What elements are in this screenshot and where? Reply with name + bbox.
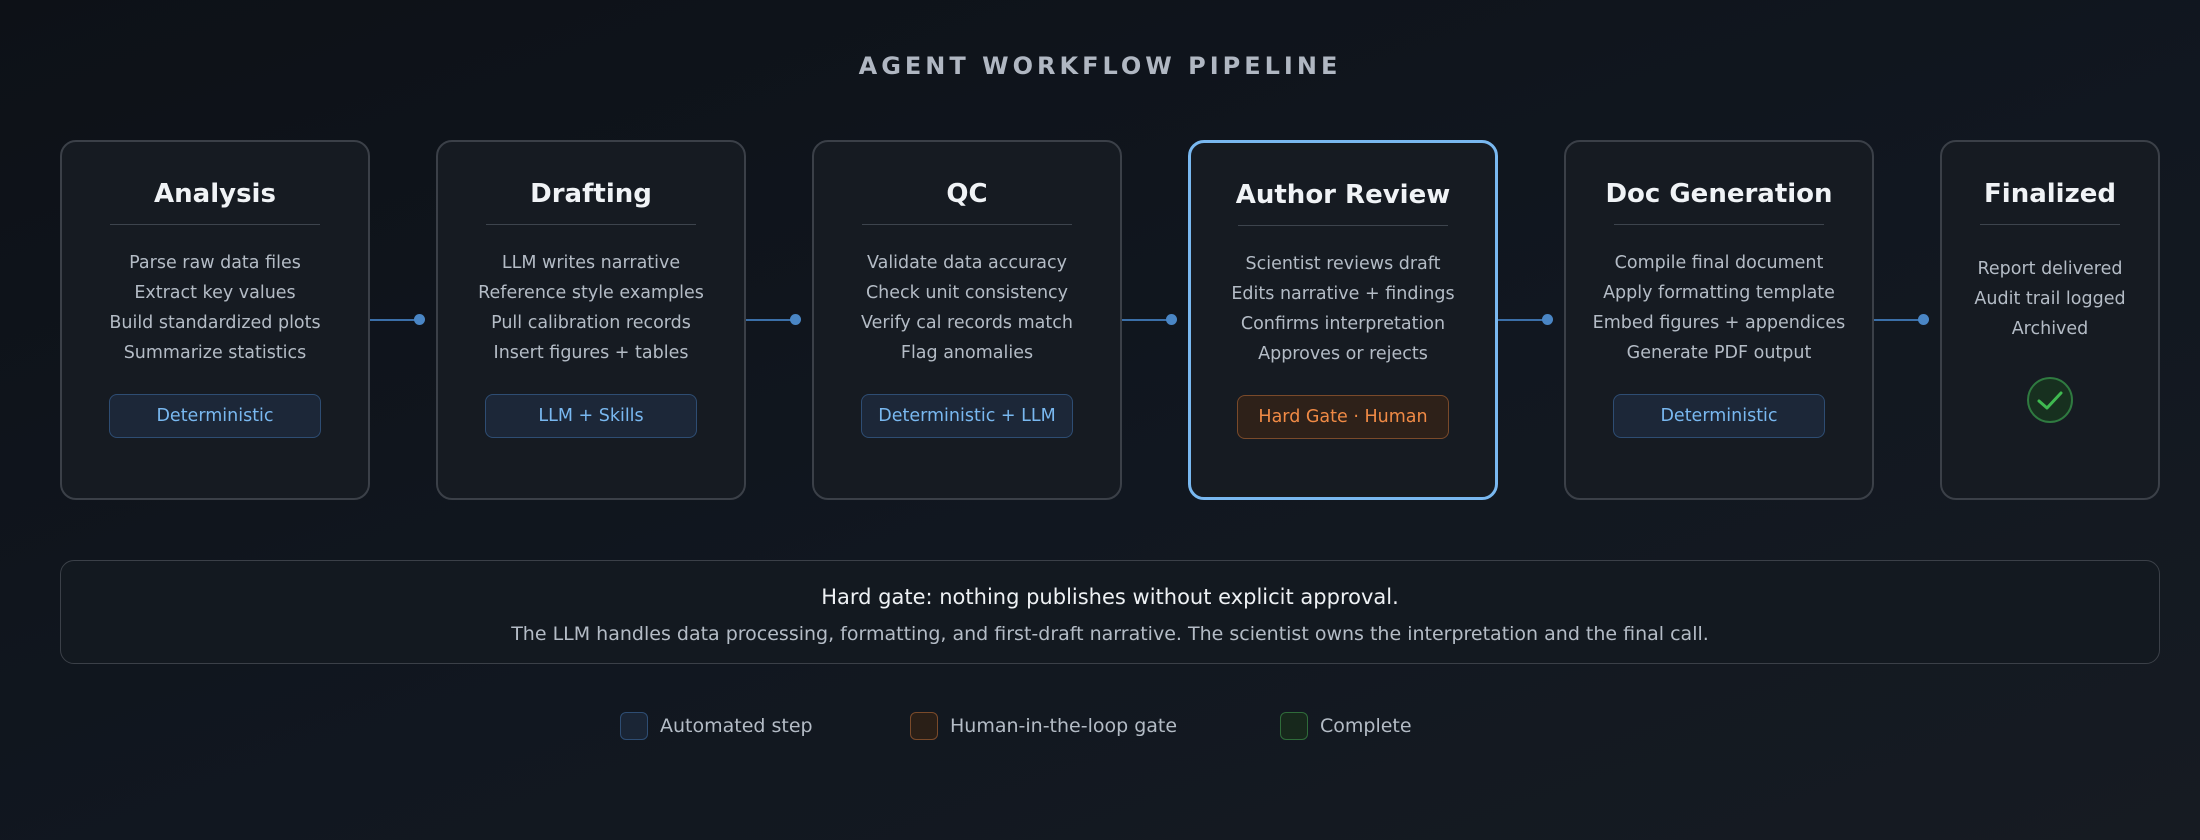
stage-title: Analysis [154, 179, 276, 209]
legend-swatch [620, 712, 648, 740]
legend-swatch [1280, 712, 1308, 740]
step-line: Edits narrative + findings [1231, 284, 1455, 304]
connector-line [1122, 319, 1172, 321]
stage-card-doc-generation[interactable]: Doc Generation Compile final document Ap… [1564, 140, 1874, 500]
step-line: Parse raw data files [129, 253, 301, 273]
legend-label: Automated step [660, 715, 813, 737]
stage-tag-automated: LLM + Skills [485, 394, 697, 438]
step-line: Extract key values [134, 283, 296, 303]
stage-card-qc[interactable]: QC Validate data accuracy Check unit con… [812, 140, 1122, 500]
step-line: Scientist reviews draft [1245, 254, 1441, 274]
stage-steps: Report delivered Audit trail logged Arch… [1942, 254, 2158, 344]
page-title: AGENT WORKFLOW PIPELINE [858, 52, 1342, 80]
stage-steps: LLM writes narrative Reference style exa… [438, 248, 744, 368]
stage-steps: Validate data accuracy Check unit consis… [814, 248, 1120, 368]
stage-title: Doc Generation [1605, 179, 1833, 209]
step-line: Verify cal records match [861, 313, 1073, 333]
stage-card-drafting[interactable]: Drafting LLM writes narrative Reference … [436, 140, 746, 500]
connector-line [370, 319, 420, 321]
connector-dot [414, 314, 425, 325]
step-line: Audit trail logged [1974, 289, 2126, 309]
divider [862, 224, 1072, 225]
note-headline: Hard gate: nothing publishes without exp… [821, 585, 1399, 609]
stage-tag-automated: Deterministic + LLM [861, 394, 1073, 438]
connector-line [746, 319, 796, 321]
legend-label: Human-in-the-loop gate [950, 715, 1178, 737]
stage-title: Finalized [1984, 179, 2116, 209]
connector-dot [1918, 314, 1929, 325]
step-line: Apply formatting template [1603, 283, 1835, 303]
approval-note: Hard gate: nothing publishes without exp… [60, 560, 2160, 664]
legend-label: Complete [1320, 715, 1412, 737]
step-line: Approves or rejects [1258, 344, 1428, 364]
step-line: Pull calibration records [491, 313, 691, 333]
step-line: Check unit consistency [865, 283, 1069, 303]
step-line: Build standardized plots [109, 313, 321, 333]
connector-line [1498, 319, 1548, 321]
step-line: Embed figures + appendices [1592, 313, 1846, 333]
connector-dot [1542, 314, 1553, 325]
step-line: Insert figures + tables [493, 343, 689, 363]
stage-title: Drafting [530, 179, 652, 209]
stage-tag-automated: Deterministic [109, 394, 321, 438]
divider [1980, 224, 2120, 225]
stage-card-analysis[interactable]: Analysis Parse raw data files Extract ke… [60, 140, 370, 500]
stage-title: QC [946, 179, 988, 209]
legend-swatch [910, 712, 938, 740]
step-line: Report delivered [1977, 259, 2123, 279]
stage-card-finalized[interactable]: Finalized Report delivered Audit trail l… [1940, 140, 2160, 500]
step-line: LLM writes narrative [501, 253, 681, 273]
step-line: Compile final document [1614, 253, 1824, 273]
connector-dot [790, 314, 801, 325]
step-line: Confirms interpretation [1240, 314, 1446, 334]
stage-tag-automated: Deterministic [1613, 394, 1825, 438]
stage-tag-human-gate: Hard Gate · Human [1237, 395, 1449, 439]
connector-line [1874, 319, 1924, 321]
divider [1238, 225, 1448, 226]
step-line: Flag anomalies [900, 343, 1034, 363]
connector-dot [1166, 314, 1177, 325]
stage-title: Author Review [1235, 180, 1451, 210]
note-body: The LLM handles data processing, formatt… [511, 623, 1709, 645]
divider [486, 224, 696, 225]
step-line: Summarize statistics [123, 343, 307, 363]
step-line: Generate PDF output [1626, 343, 1812, 363]
stage-steps: Scientist reviews draft Edits narrative … [1191, 249, 1495, 369]
divider [110, 224, 320, 225]
stage-steps: Compile final document Apply formatting … [1566, 248, 1872, 368]
stage-steps: Parse raw data files Extract key values … [62, 248, 368, 368]
step-line: Validate data accuracy [866, 253, 1068, 273]
divider [1614, 224, 1824, 225]
check-circle-icon [2027, 377, 2073, 423]
step-line: Reference style examples [478, 283, 704, 303]
step-line: Archived [2011, 319, 2089, 339]
stage-card-author-review[interactable]: Author Review Scientist reviews draft Ed… [1188, 140, 1498, 500]
